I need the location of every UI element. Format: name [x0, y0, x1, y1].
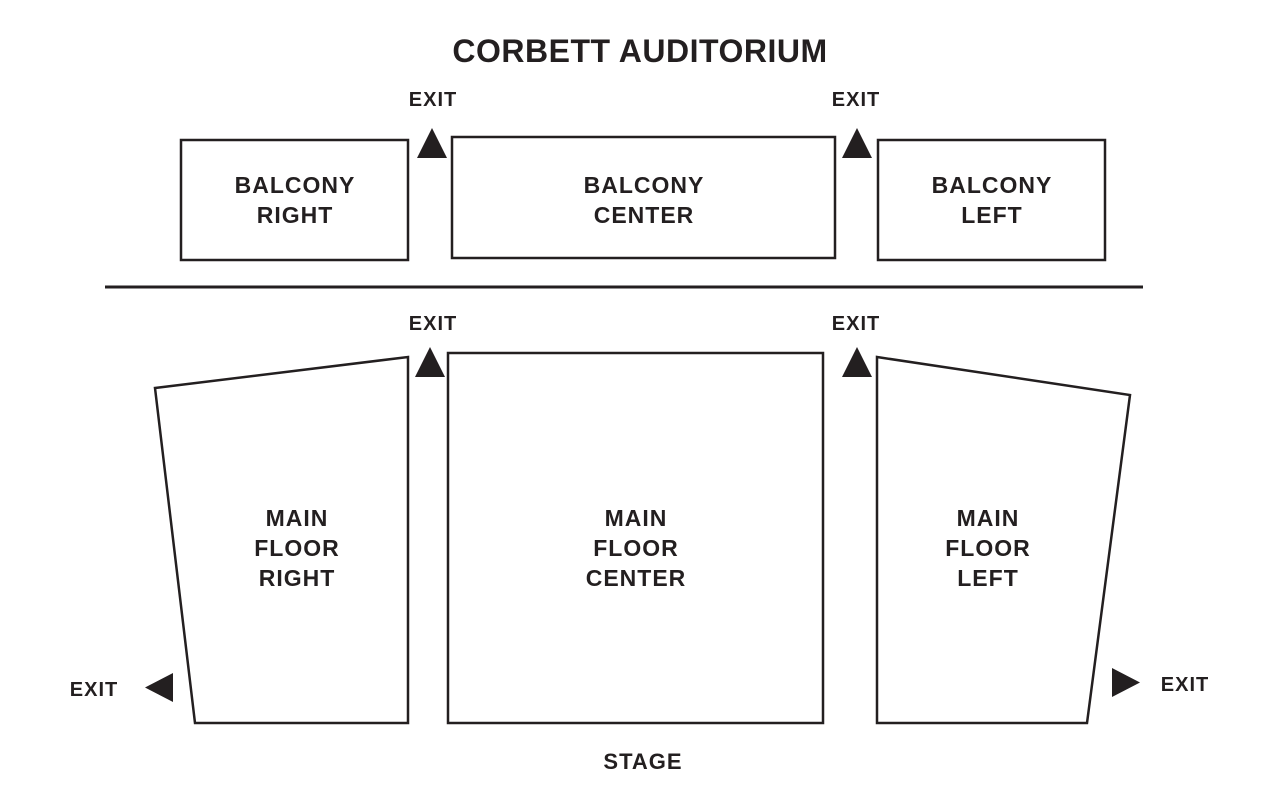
exit-label-main-right: EXIT: [408, 313, 458, 335]
up-triangle-icon: [417, 128, 447, 158]
balcony-right-label: BALCONY RIGHT: [234, 172, 356, 228]
exit-label-side-right: EXIT: [69, 679, 119, 701]
exit-label-side-left: EXIT: [1160, 674, 1210, 696]
up-triangle-icon: [842, 128, 872, 158]
balcony-right-outline: [179, 138, 410, 262]
main-floor-center-outline: [446, 351, 825, 725]
left-triangle-icon: [145, 673, 173, 702]
exit-label-balcony-left: EXIT: [831, 89, 881, 111]
balcony-center-outline: [450, 135, 837, 260]
page-title: CORBETT AUDITORIUM: [452, 33, 828, 69]
up-triangle-icon: [415, 347, 445, 377]
main-floor-left-outline: [875, 355, 1132, 725]
exit-label-balcony-right: EXIT: [408, 89, 458, 111]
main-floor-right-label: MAIN FLOOR RIGHT: [254, 505, 340, 591]
main-floor-left-label: MAIN FLOOR LEFT: [945, 505, 1031, 591]
exit-label-main-left: EXIT: [831, 313, 881, 335]
balcony-center-label: BALCONY CENTER: [583, 172, 705, 228]
balcony-left-outline: [876, 138, 1107, 262]
balcony-left-label: BALCONY LEFT: [931, 172, 1053, 228]
right-triangle-icon: [1112, 668, 1140, 697]
stage-label: STAGE: [603, 749, 683, 774]
up-triangle-icon: [842, 347, 872, 377]
main-floor-center-label: MAIN FLOOR CENTER: [585, 505, 687, 591]
main-floor-right-outline: [153, 355, 410, 725]
